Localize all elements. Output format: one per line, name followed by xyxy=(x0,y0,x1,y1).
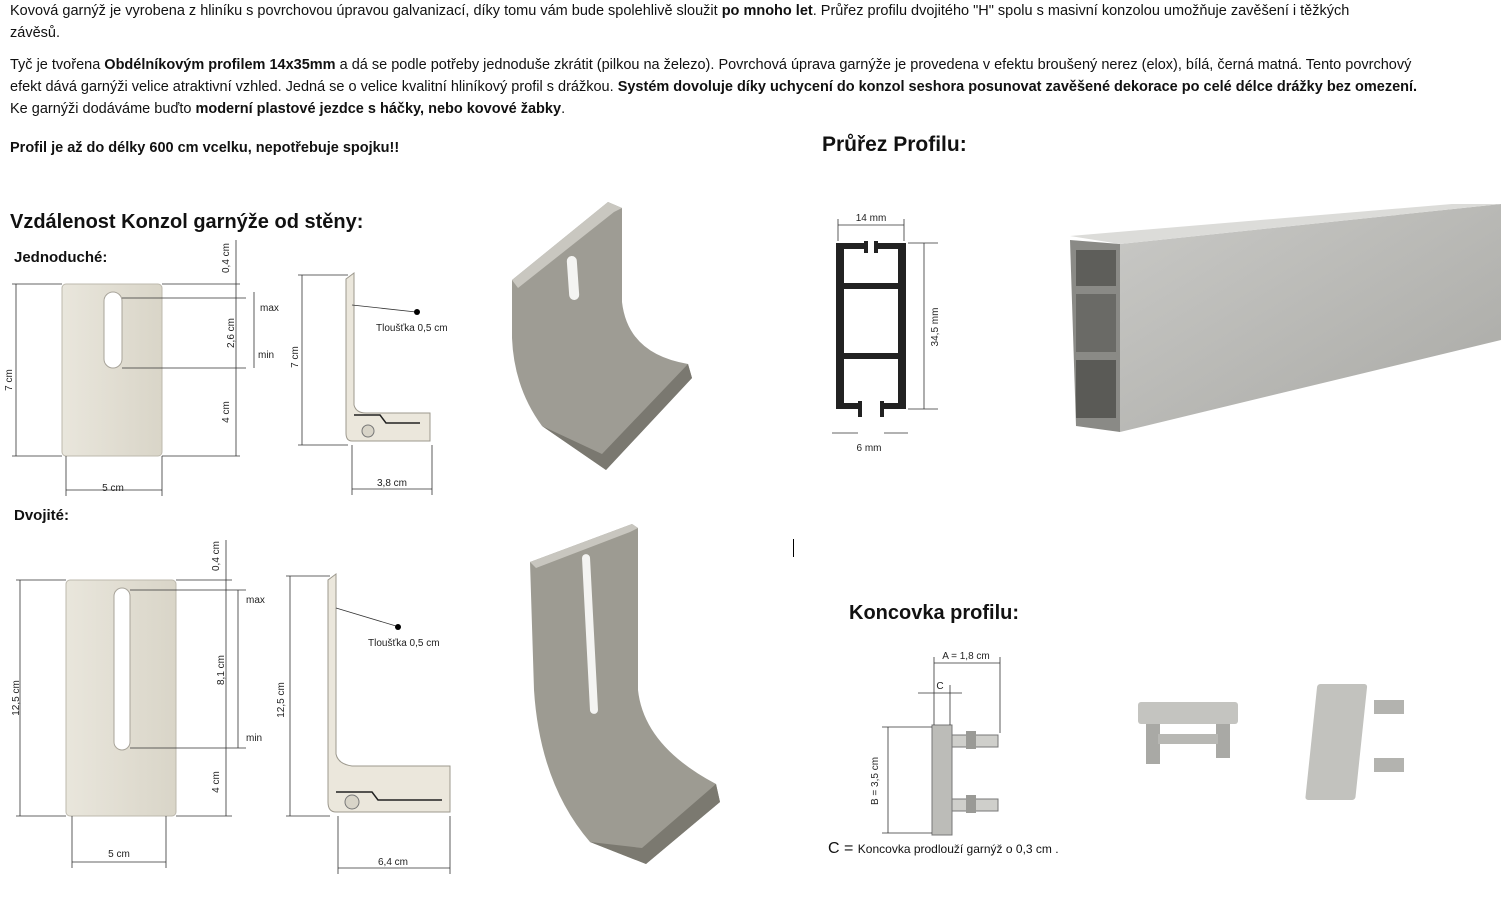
intro-text: . xyxy=(561,101,566,117)
endcap-photo xyxy=(1138,684,1404,800)
double-thickness-label: Tloušťka 0,5 cm xyxy=(368,638,440,649)
intro-text: Kovová garnýž je vyrobena z hliníku s po… xyxy=(10,3,722,19)
intro-paragraph-3: Profil je až do délky 600 cm vcelku, nep… xyxy=(10,140,400,156)
double-side-height-label: 12,5 cm xyxy=(276,682,287,718)
single-label: Jednoduché: xyxy=(14,249,108,266)
endcap-diagram: A = 1,8 cm C B = 3,5 cm xyxy=(870,651,1001,836)
single-width-label: 5 cm xyxy=(102,483,124,494)
distance-title: Vzdálenost Konzol garnýže od stěny: xyxy=(10,211,364,233)
single-side-height-label: 7 cm xyxy=(290,346,301,368)
profile-top-label: 14 mm xyxy=(856,213,887,224)
intro-paragraph-1: Kovová garnýž je vyrobena z hliníku s po… xyxy=(10,0,1390,44)
endcap-note-c: C = xyxy=(828,840,858,857)
endcap-b-label: B = 3,5 cm xyxy=(870,757,881,805)
single-min-label: min xyxy=(258,350,274,361)
profile-photo xyxy=(1070,204,1501,432)
endcap-note-text: Koncovka prodlouží garnýž o 0,3 cm . xyxy=(857,842,1059,856)
double-label: Dvojité: xyxy=(14,507,70,524)
profile-cross-section-diagram: 14 mm 34,5 mm 6 mm xyxy=(832,213,941,454)
double-min-label: min xyxy=(246,733,262,744)
double-bracket-photo xyxy=(530,524,720,864)
profile-bottom-label: 6 mm xyxy=(857,443,882,454)
single-bracket-front-diagram: 7 cm 0,4 cm 2,6 cm 4 cm max min 5 cm xyxy=(4,240,279,496)
profile-title: Průřez Profilu: xyxy=(822,133,967,156)
intro-bold: po mnoho let xyxy=(721,3,813,19)
intro-text: Ke garnýži dodáváme buďto xyxy=(10,101,196,117)
double-max-label: max xyxy=(246,595,265,606)
endcap-title: Koncovka profilu: xyxy=(849,602,1020,624)
single-thickness-label: Tloušťka 0,5 cm xyxy=(376,323,448,334)
single-bracket-photo xyxy=(512,202,692,470)
endcap-note: C = Koncovka prodlouží garnýž o 0,3 cm . xyxy=(828,840,1059,858)
text-cursor xyxy=(793,539,794,557)
double-slot-label: 8,1 cm xyxy=(216,655,227,685)
double-depth-label: 6,4 cm xyxy=(378,857,408,868)
double-bracket-front-diagram: 12,5 cm 0,4 cm 8,1 cm 4 cm max min 5 cm xyxy=(11,540,265,868)
double-height-label: 12,5 cm xyxy=(11,680,22,716)
double-bottom-label: 4 cm xyxy=(211,771,222,793)
single-slot-label: 2,6 cm xyxy=(226,318,237,348)
single-top-label: 0,4 cm xyxy=(221,243,232,273)
profile-height-label: 34,5 mm xyxy=(930,308,941,347)
endcap-c-label: C xyxy=(936,681,943,692)
intro-text: Tyč je tvořena xyxy=(10,57,105,73)
double-bracket-side-diagram: 12,5 cm Tloušťka 0,5 cm 6,4 cm xyxy=(276,573,451,874)
intro-text: a dá se podle potřeby jednoduše zkrátit … xyxy=(10,57,1412,95)
intro-paragraph-2: Tyč je tvořena Obdélníkovým profilem 14x… xyxy=(10,54,1420,120)
endcap-a-label: A = 1,8 cm xyxy=(942,651,990,662)
intro-text: . Průřez profilu dvojitého "H" spolu s m… xyxy=(10,3,1350,41)
intro-bold: Systém dovoluje díky uchycení do konzol … xyxy=(617,79,1418,95)
single-bottom-label: 4 cm xyxy=(221,401,232,423)
intro-bold: moderní plastové jezdce s háčky, nebo ko… xyxy=(195,101,562,117)
single-max-label: max xyxy=(260,303,279,314)
double-width-label: 5 cm xyxy=(108,849,130,860)
single-depth-label: 3,8 cm xyxy=(377,478,407,489)
intro-bold: Obdélníkovým profilem 14x35mm xyxy=(104,57,336,73)
single-height-label: 7 cm xyxy=(4,369,15,391)
single-bracket-side-diagram: 7 cm Tloušťka 0,5 cm 3,8 cm xyxy=(290,272,448,495)
double-top-label: 0,4 cm xyxy=(211,541,222,571)
